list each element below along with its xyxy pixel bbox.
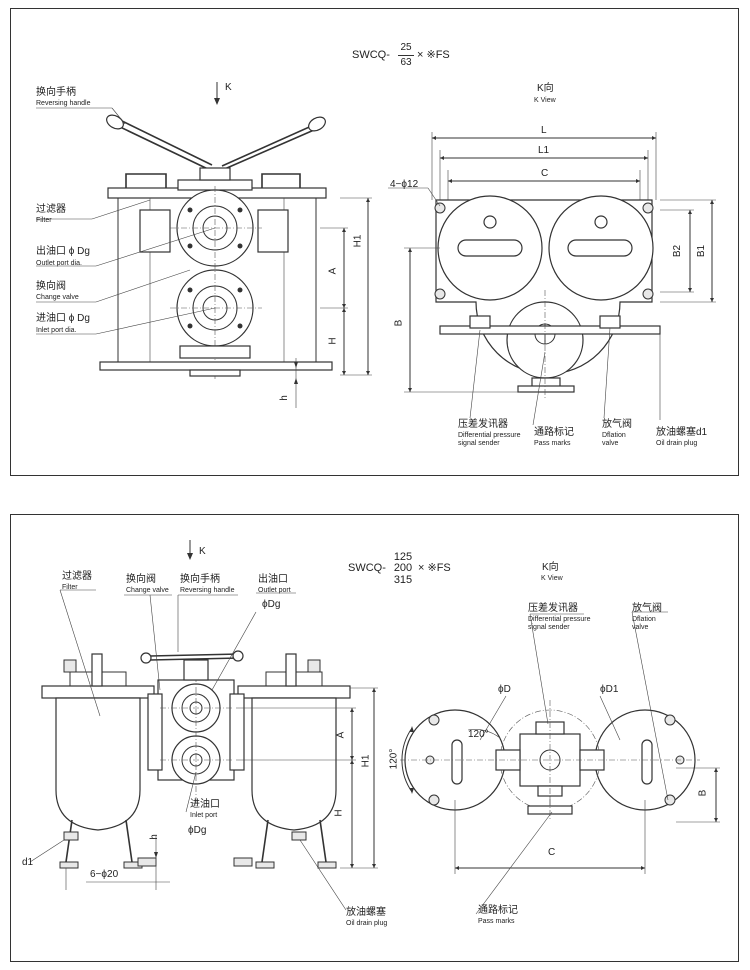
bottom-dim-H1: H1 xyxy=(360,754,372,768)
bottom-dim-d1: d1 xyxy=(22,857,34,868)
bottom-drain-cn: 放油螺塞 xyxy=(346,907,386,918)
top-k-view-cn: K向 xyxy=(537,83,554,94)
bottom-pass-cn: 通路标记 xyxy=(478,905,518,916)
top-dim-L: L xyxy=(541,125,547,136)
top-outlet-en: Outlet port dia. xyxy=(36,260,82,267)
top-dim-C: C xyxy=(541,168,549,179)
bottom-outlet-cn: 出油口 xyxy=(258,574,288,585)
top-k-arrow-label: K xyxy=(225,82,232,93)
top-outlet-cn: 出油口 ϕ Dg xyxy=(36,246,90,257)
top-dim-holes: 4−ϕ12 xyxy=(390,179,419,190)
bottom-sensor-en1: Differential pressure xyxy=(528,616,591,623)
bottom-model-suffix: × ※FS xyxy=(418,562,451,574)
top-dim-L1: L1 xyxy=(538,145,550,156)
bottom-filter-cn: 过滤器 xyxy=(62,571,92,582)
top-sensor-en1: Differential pressure xyxy=(458,432,521,439)
bottom-dim-holes: 6−ϕ20 xyxy=(90,869,119,880)
top-model-fraction-bar xyxy=(398,55,414,56)
bottom-handle-cn: 换向手柄 xyxy=(180,574,220,585)
bottom-dim-phiD: ϕD xyxy=(498,684,511,695)
bottom-drain-en: Oil drain plug xyxy=(346,920,388,927)
bottom-model-prefix: SWCQ- xyxy=(348,562,386,574)
bottom-inlet-cn: 进油口 xyxy=(190,799,220,810)
top-sensor-en2: signal sender xyxy=(458,440,500,447)
top-model-num: 25 xyxy=(400,42,412,53)
bottom-filter-en: Filter xyxy=(62,584,78,591)
top-pass-cn: 通路标记 xyxy=(534,427,574,438)
bottom-dim-B: B xyxy=(697,789,709,797)
bottom-dim-A: A xyxy=(335,731,347,739)
top-sensor-cn: 压差发讯器 xyxy=(458,419,508,430)
bottom-inlet-dg: ϕDg xyxy=(188,825,207,836)
top-deflate-en2: valve xyxy=(602,440,619,447)
bottom-change-cn: 换向阀 xyxy=(126,574,156,585)
bottom-outlet-en: Outlet port xyxy=(258,587,291,594)
top-inlet-en: Inlet port dia. xyxy=(36,327,77,334)
bottom-inlet-en: Inlet port xyxy=(190,812,218,819)
bottom-dim-angle-side: 120° xyxy=(388,748,400,770)
top-model-suffix: × ※FS xyxy=(417,49,450,61)
bottom-sensor-en2: signal sender xyxy=(528,624,570,631)
top-deflate-cn: 放气阀 xyxy=(602,419,632,430)
top-pass-en: Pass marks xyxy=(534,440,571,447)
top-filter-cn: 过滤器 xyxy=(36,204,66,215)
bottom-dim-h: h xyxy=(148,834,160,840)
bottom-deflate-en1: Dflation xyxy=(632,616,656,623)
bottom-deflate-cn: 放气阀 xyxy=(632,603,662,614)
bottom-pass-en: Pass marks xyxy=(478,918,515,925)
top-model-den: 63 xyxy=(400,57,412,68)
bottom-model-n1: 125 xyxy=(393,551,413,563)
bottom-dim-phiD1: ϕD1 xyxy=(600,684,619,695)
bottom-dim-C: C xyxy=(548,847,556,858)
bottom-outlet-dg: ϕDg xyxy=(262,599,281,610)
bottom-handle-en: Reversing handle xyxy=(180,587,235,594)
bottom-k-arrow-label: K xyxy=(199,546,206,557)
bottom-model-n3: 315 xyxy=(393,574,413,586)
top-k-view-en: K View xyxy=(534,97,556,104)
top-change-cn: 换向阀 xyxy=(36,281,66,292)
top-model-prefix: SWCQ- xyxy=(352,49,390,61)
bottom-sensor-cn: 压差发讯器 xyxy=(528,603,578,614)
bottom-dim-H: H xyxy=(333,809,345,817)
bottom-k-view-cn: K向 xyxy=(542,562,559,573)
bottom-k-view-en: K View xyxy=(541,575,563,582)
bottom-change-en: Change valve xyxy=(126,587,169,594)
bottom-model-n2: 200 xyxy=(393,562,413,574)
top-handle-en: Reversing handle xyxy=(36,100,91,107)
top-filter-en: Filter xyxy=(36,217,52,224)
top-deflate-en1: Dflation xyxy=(602,432,626,439)
top-drain-cn: 放油螺塞d1 xyxy=(656,427,708,438)
top-change-en: Change valve xyxy=(36,294,79,301)
bottom-deflate-en2: valve xyxy=(632,624,649,631)
bottom-dim-angle-inner: 120° xyxy=(468,729,489,740)
top-handle-cn: 换向手柄 xyxy=(36,87,76,98)
top-drain-en: Oil drain plug xyxy=(656,440,698,447)
top-inlet-cn: 进油口 ϕ Dg xyxy=(36,313,90,324)
